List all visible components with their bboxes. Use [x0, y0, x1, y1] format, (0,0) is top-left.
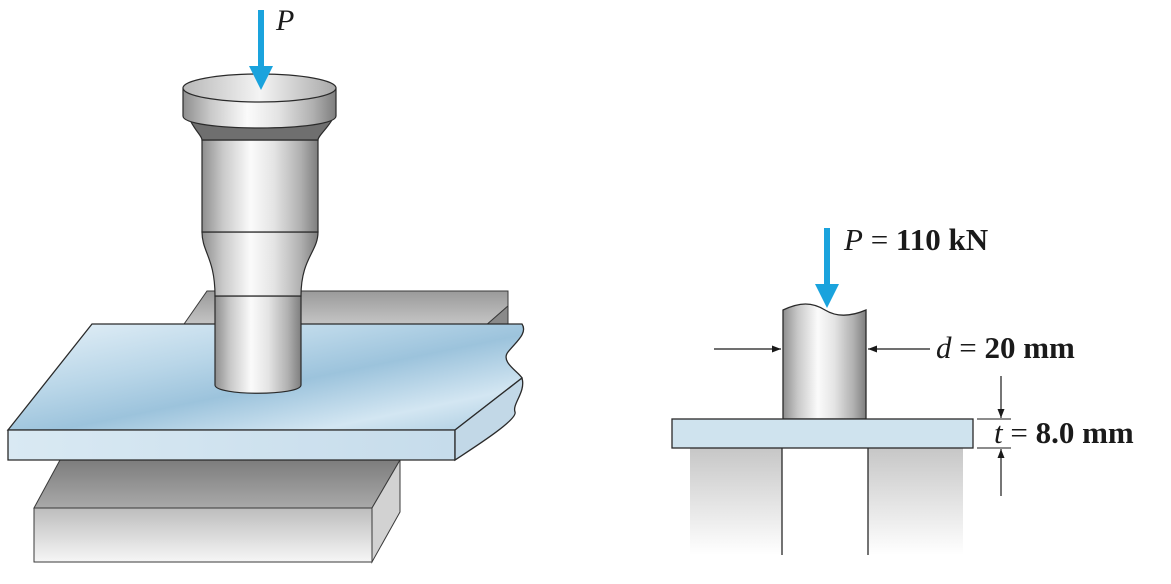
thickness-symbol: t	[994, 415, 1003, 450]
load-arrow-left	[249, 10, 273, 90]
load-symbol-right: P	[844, 222, 863, 257]
support-right	[867, 447, 963, 555]
plate-section	[671, 418, 974, 449]
diameter-label: d = 20 mm	[936, 330, 1075, 366]
thickness-value: 8.0 mm	[1035, 415, 1134, 450]
thickness-label: t = 8.0 mm	[994, 415, 1134, 451]
load-label-right: P = 110 kN	[844, 222, 988, 258]
load-arrow-right	[815, 228, 839, 308]
thickness-dimension	[977, 376, 1011, 496]
lower-die-block	[33, 458, 401, 564]
load-value: 110 kN	[895, 222, 989, 257]
support-left	[690, 447, 783, 555]
load-label-left: P	[276, 4, 294, 38]
load-equals: =	[870, 222, 889, 257]
punch-section	[782, 303, 867, 420]
diameter-equals: =	[959, 330, 977, 365]
load-symbol-left: P	[276, 4, 295, 37]
diameter-symbol: d	[936, 330, 952, 365]
diameter-value: 20 mm	[984, 330, 1075, 365]
punch-3d	[182, 73, 337, 394]
thickness-equals: =	[1010, 415, 1028, 450]
